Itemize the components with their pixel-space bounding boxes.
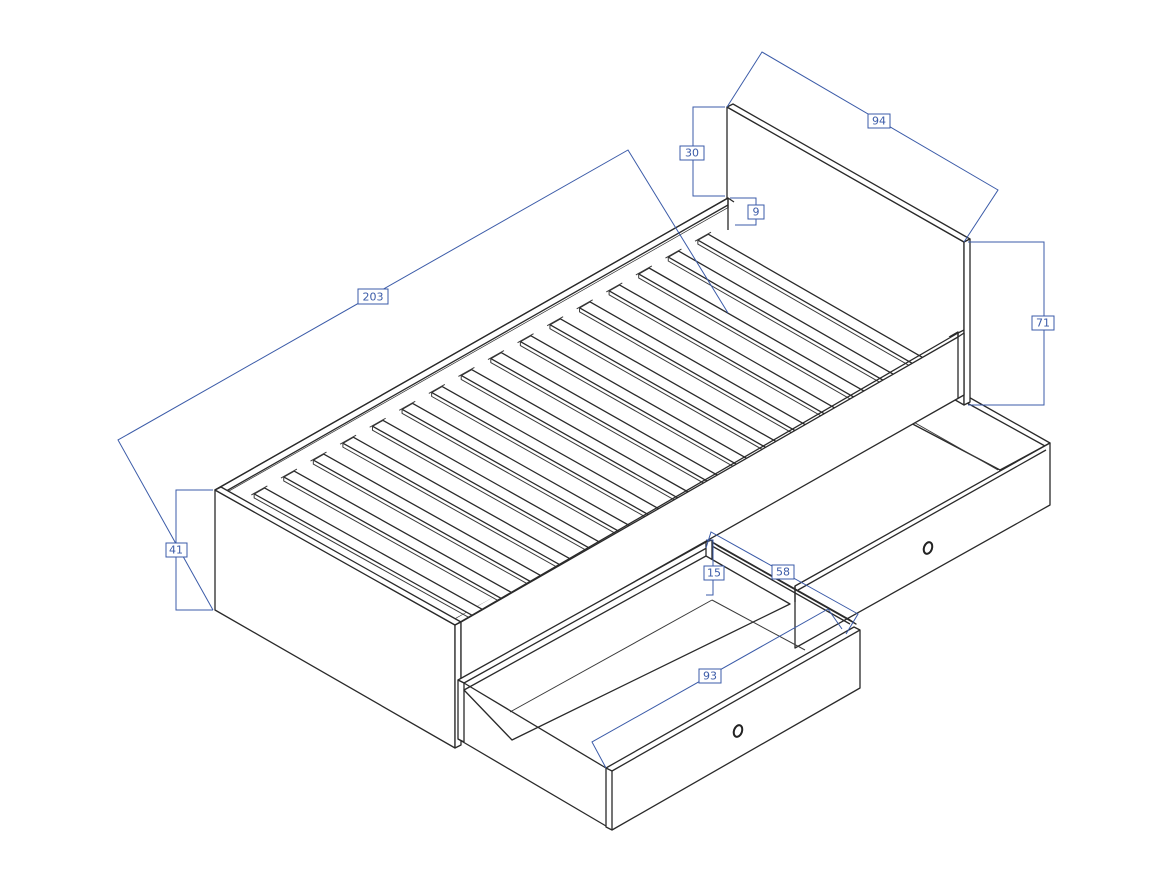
svg-text:58: 58 xyxy=(776,566,790,579)
svg-text:15: 15 xyxy=(707,567,721,580)
svg-text:94: 94 xyxy=(872,115,886,128)
svg-text:203: 203 xyxy=(363,291,384,304)
dim-label-drawer-height: 15 xyxy=(703,565,725,581)
svg-text:30: 30 xyxy=(685,147,699,160)
dim-label-drawer-width: 93 xyxy=(698,668,722,684)
back-drawer-knob-icon xyxy=(922,541,934,555)
svg-text:41: 41 xyxy=(169,544,183,557)
svg-text:71: 71 xyxy=(1036,317,1050,330)
dim-label-frame-height: 41 xyxy=(165,542,188,558)
back-drawer xyxy=(794,394,1051,649)
dim-label-drawer-depth: 58 xyxy=(771,564,795,580)
dim-label-headboard-height: 71 xyxy=(1031,315,1055,331)
dim-label-width: 94 xyxy=(867,113,891,129)
svg-text:9: 9 xyxy=(753,206,760,219)
bed-frame xyxy=(214,197,965,749)
side-panel xyxy=(460,332,965,681)
dim-label-headboard-above-rail: 30 xyxy=(679,145,705,161)
front-drawer-knob-icon xyxy=(732,724,744,738)
dim-label-rail-drop: 9 xyxy=(747,204,765,220)
dim-label-length: 203 xyxy=(357,288,389,305)
front-drawer-front xyxy=(605,626,861,831)
slats xyxy=(251,231,938,627)
svg-text:93: 93 xyxy=(703,670,717,683)
front-drawer xyxy=(457,539,861,831)
